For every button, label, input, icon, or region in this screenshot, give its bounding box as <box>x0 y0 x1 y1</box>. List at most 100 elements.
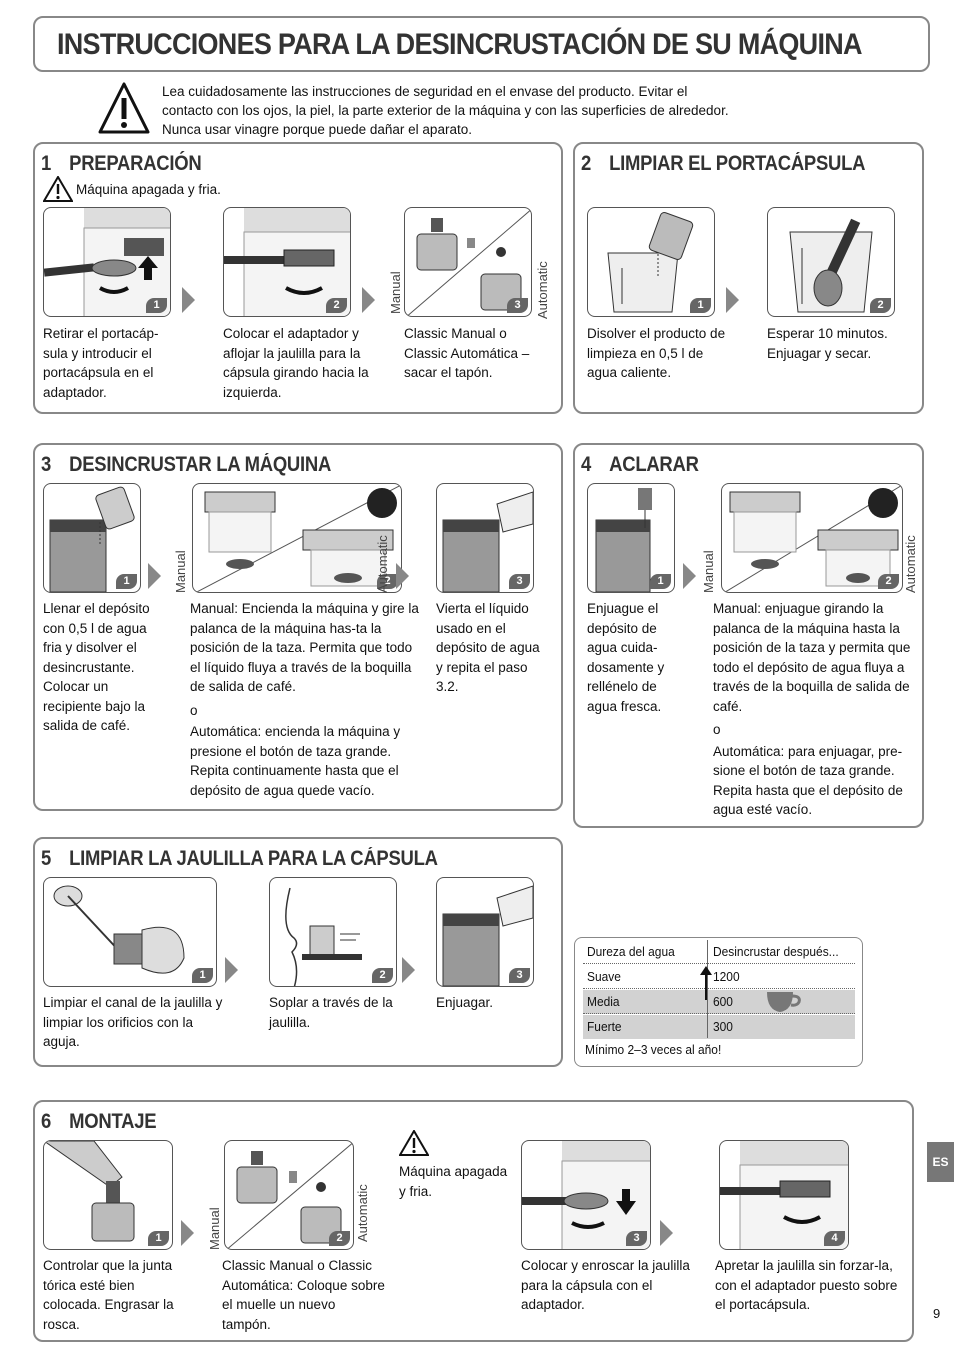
next-arrow-icon <box>181 1220 194 1246</box>
manual-label: Manual <box>388 271 403 314</box>
step-image: 3 <box>404 207 532 317</box>
step-image: 3 <box>521 1140 651 1250</box>
machine-brewing-illustration <box>195 484 401 592</box>
step-image: 1 <box>587 207 715 317</box>
warning-icon <box>98 82 150 134</box>
coffee-cup-icon <box>767 992 801 1012</box>
step-badge: 2 <box>372 968 393 983</box>
rinse-cage-illustration <box>442 885 533 986</box>
step-text: Colocar el adaptador y aflojar la jaulil… <box>223 326 369 400</box>
large-cup-button-icon <box>868 488 898 518</box>
large-cup-button-icon <box>367 488 397 518</box>
rinse-tank-illustration <box>595 488 652 592</box>
step-text: Soplar a través de la jaulilla. <box>269 995 393 1030</box>
step-badge: 2 <box>377 574 398 589</box>
step-image: 2 <box>223 207 351 317</box>
step-text: Enjuague el depósito de agua cuida-dosam… <box>587 601 665 714</box>
step-badge: 2 <box>870 298 891 313</box>
step-image: 1 <box>43 1140 173 1250</box>
step-image: 2 <box>269 877 397 987</box>
step-image: 3 <box>436 483 534 593</box>
step-text: Enjuagar. <box>436 995 494 1010</box>
step-badge: 1 <box>146 298 167 313</box>
pour-into-tank-illustration <box>442 491 533 592</box>
intro-text: Lea cuidadosamente las instrucciones de … <box>162 84 729 137</box>
automatic-label: Automatic <box>375 535 390 593</box>
soaking-portafilter-illustration <box>789 218 873 313</box>
step-badge: 1 <box>192 968 213 983</box>
step-badge: 1 <box>690 298 711 313</box>
table-header: Dureza del agua Desincrustar después... <box>583 940 855 964</box>
step-text: Classic Manual o Classic Automática: Col… <box>222 1258 385 1332</box>
step-image: 2 <box>767 207 895 317</box>
step-badge: 3 <box>509 574 530 589</box>
step-text: Limpiar el canal de la jaulilla y limpia… <box>43 995 223 1049</box>
manual-label: Manual <box>173 550 188 593</box>
step-badge: 3 <box>626 1231 647 1246</box>
next-arrow-icon <box>225 957 238 983</box>
language-tab: ES <box>927 1142 954 1182</box>
column-divider <box>707 940 708 1038</box>
manual-label: Manual <box>701 550 716 593</box>
step-image: 1 <box>43 207 171 317</box>
step-text-manual: Manual: Encienda la máquina y gire la pa… <box>190 601 419 798</box>
step-badge: 3 <box>507 298 528 313</box>
warning-icon <box>399 1130 429 1156</box>
table-footer: Mínimo 2–3 veces al año! <box>585 1042 722 1057</box>
water-hardness-table: Dureza del agua Desincrustar después... … <box>574 937 863 1067</box>
next-arrow-icon <box>683 563 696 589</box>
measuring-jug-illustration <box>607 212 694 313</box>
next-arrow-icon <box>402 957 415 983</box>
step-badge: 2 <box>878 574 899 589</box>
arrow-up-icon <box>700 966 712 1000</box>
step-image: 2 <box>721 483 903 593</box>
step-badge: 1 <box>148 1231 169 1246</box>
step-badge: 2 <box>329 1231 350 1246</box>
step-image: 1 <box>587 483 675 593</box>
step-image: 2 <box>224 1140 354 1250</box>
automatic-label: Automatic <box>903 535 918 593</box>
blowing-through-cage-illustration <box>285 887 362 986</box>
step-text: Controlar que la junta tórica esté bien … <box>43 1258 174 1332</box>
table-row: Suave 1200 <box>583 965 855 989</box>
step-text: Esperar 10 minutos. Enjuagar y secar. <box>767 326 888 361</box>
step-image: 4 <box>719 1140 849 1250</box>
next-arrow-icon <box>182 287 195 313</box>
step-image: 1 <box>43 877 217 987</box>
page-title: INSTRUCCIONES PARA LA DESINCRUSTACIÓN DE… <box>57 28 863 61</box>
warning-text: Máquina apagada y fria. <box>399 1164 508 1199</box>
step-text-manual: Manual: enjuague girando la palanca de l… <box>713 601 911 817</box>
next-arrow-icon <box>148 563 161 589</box>
next-arrow-icon <box>660 1220 673 1246</box>
next-arrow-icon <box>396 563 409 589</box>
warning-text: Máquina apagada y fria. <box>76 182 221 197</box>
needle-cleaning-illustration <box>53 885 185 974</box>
step-badge: 2 <box>326 298 347 313</box>
step-badge: 3 <box>509 968 530 983</box>
automatic-label: Automatic <box>355 1184 370 1242</box>
next-arrow-icon <box>362 287 375 313</box>
automatic-label: Automatic <box>535 261 550 319</box>
step-image: 2 <box>192 483 402 593</box>
warning-icon <box>43 176 73 202</box>
manual-label: Manual <box>207 1207 222 1250</box>
page-number: 9 <box>933 1306 941 1321</box>
screw-cage-illustration <box>522 1141 650 1249</box>
table-row: Fuerte 300 <box>583 1015 855 1039</box>
step-text: Colocar y enroscar la jaulilla para la c… <box>521 1258 690 1312</box>
title-box: INSTRUCCIONES PARA LA DESINCRUSTACIÓN DE… <box>33 16 930 72</box>
step-badge: 4 <box>824 1231 845 1246</box>
step-text: Apretar la jaulilla sin forzar-la, con e… <box>715 1258 898 1312</box>
next-arrow-icon <box>726 287 739 313</box>
step-text: Llenar el depósito con 0,5 l de agua fri… <box>43 601 150 733</box>
table-row: Media 600 <box>583 990 855 1014</box>
